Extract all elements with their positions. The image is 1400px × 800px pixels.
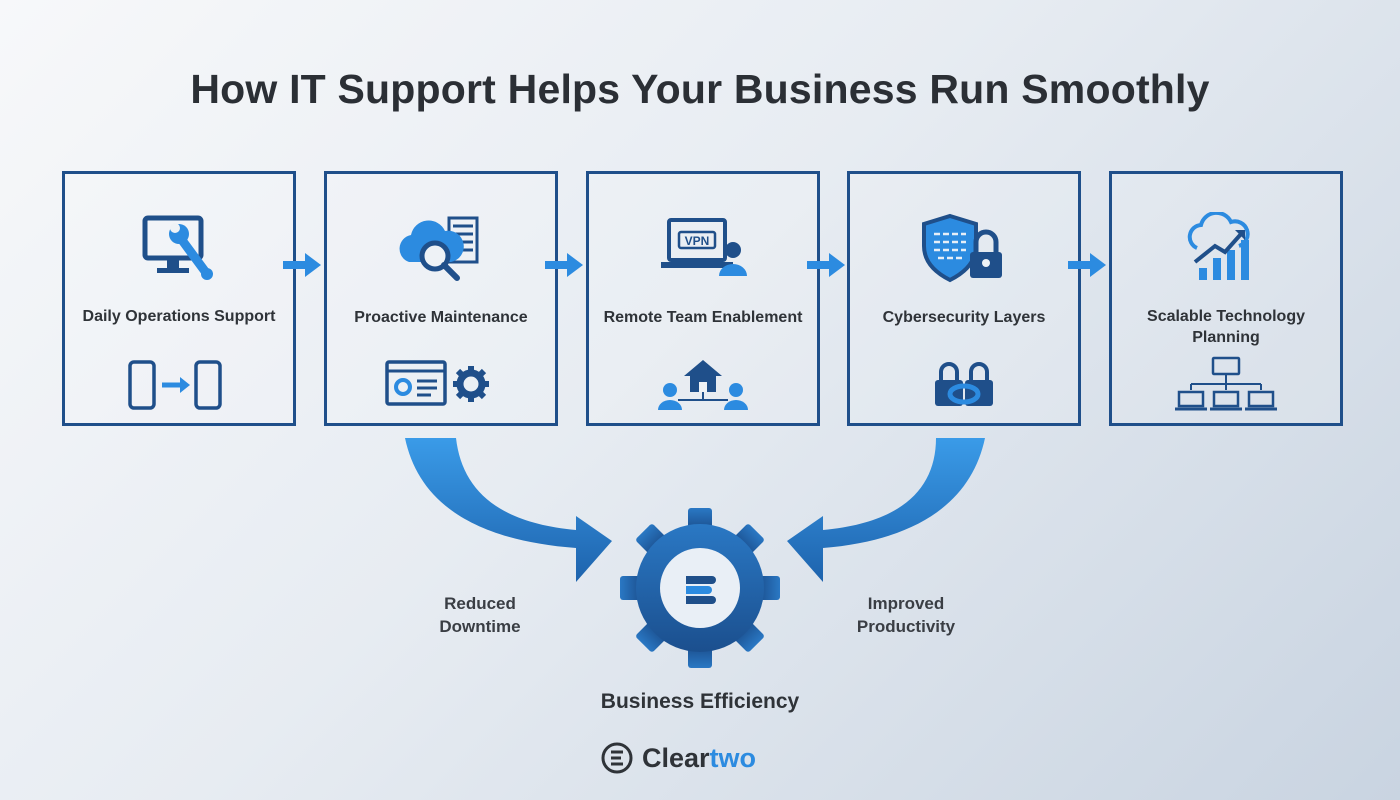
step-card-proactive-maintenance: Proactive Maintenance [324, 171, 558, 426]
flow-arrow-2 [545, 253, 583, 277]
curved-arrow-left [405, 438, 612, 582]
phones-sync-icon [65, 354, 293, 414]
cloud-search-icon [327, 212, 555, 284]
page-title: How IT Support Helps Your Business Run S… [190, 66, 1210, 112]
step-card-scalable-planning: Scalable Technology Planning [1109, 171, 1343, 426]
outcome-right-label: Improved Productivity [856, 594, 956, 636]
step-label: Cybersecurity Layers [882, 309, 1046, 326]
step-label: Proactive Maintenance [354, 309, 528, 326]
browser-gear-icon [327, 354, 555, 414]
network-computers-icon [1112, 354, 1340, 414]
brand-name: Cleartwo [642, 743, 756, 774]
step-label: Scalable Technology Planning [1147, 308, 1305, 346]
vpn-label: VPN [685, 234, 710, 248]
cleartwo-logo-icon [601, 742, 633, 774]
step-label: Daily Operations Support [82, 308, 276, 325]
brand-logo: Cleartwo [600, 740, 756, 776]
home-team-icon [589, 354, 817, 414]
step-card-daily-operations: Daily Operations Support [62, 171, 296, 426]
outcome-left-label: Reduced Downtime [439, 594, 521, 636]
monitor-wrench-icon [65, 212, 293, 284]
laptop-vpn-user-icon: VPN [589, 212, 817, 284]
shield-lock-icon [850, 212, 1078, 284]
flow-arrow-1 [283, 253, 321, 277]
business-efficiency-label: Business Efficiency [600, 690, 800, 713]
cleartwo-mark-icon [686, 576, 716, 604]
brand-name-prefix: Clear [642, 742, 710, 773]
gear-icon [620, 508, 780, 668]
cloud-growth-chart-icon [1112, 212, 1340, 284]
flow-arrow-3 [807, 253, 845, 277]
curved-arrow-right [787, 438, 985, 582]
brand-name-suffix: two [709, 742, 757, 773]
step-label: Remote Team Enablement [603, 309, 803, 326]
flow-arrow-4 [1068, 253, 1106, 277]
step-card-cybersecurity: Cybersecurity Layers [847, 171, 1081, 426]
step-card-remote-team: VPN Remote Team Enablement [586, 171, 820, 426]
linked-locks-icon [850, 354, 1078, 414]
